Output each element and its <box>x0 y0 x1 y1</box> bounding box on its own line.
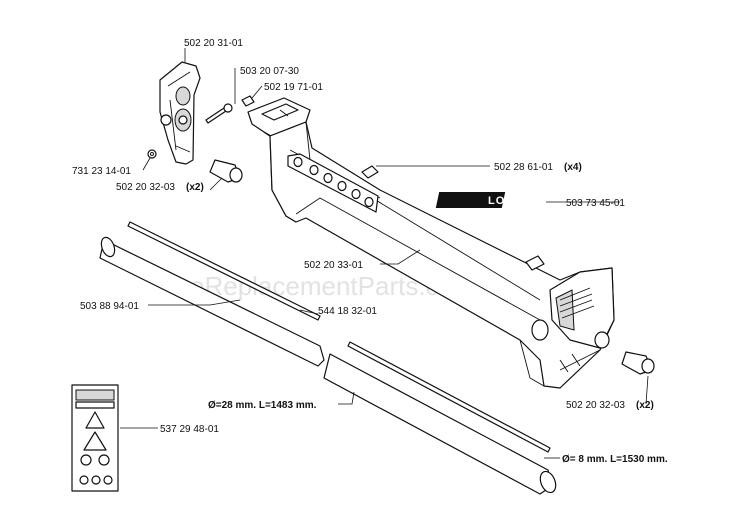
frame-clip <box>361 165 379 179</box>
clip <box>241 95 255 107</box>
label-502-28-61-01-qty: (x4) <box>564 162 582 173</box>
brand-logo: LOW AB <box>435 192 538 208</box>
label-502-19-71-01: 502 19 71-01 <box>264 82 323 93</box>
main-frame <box>247 97 615 389</box>
tube-upper <box>99 236 325 367</box>
label-502-20-32-03-top: 502 20 32-03 <box>116 182 175 193</box>
label-502-20-32-03-top-qty: (x2) <box>186 182 204 193</box>
end-cap-right <box>621 351 655 375</box>
label-731-23-14-01: 731 23 14-01 <box>72 166 131 177</box>
leader-lines <box>120 48 649 459</box>
tube-lower <box>323 353 557 495</box>
screw <box>205 103 233 124</box>
warning-label <box>71 384 119 492</box>
rod-upper <box>127 221 321 321</box>
label-544-18-32-01: 544 18 32-01 <box>318 306 377 317</box>
label-503-73-45-01: 503 73 45-01 <box>566 198 625 209</box>
label-502-20-33-01: 502 20 33-01 <box>304 260 363 271</box>
label-502-20-32-03-right-qty: (x2) <box>636 400 654 411</box>
label-502-28-61-01: 502 28 61-01 <box>494 162 553 173</box>
label-rod-dimensions: Ø= 8 mm. L=1530 mm. <box>562 454 668 465</box>
label-503-20-07-30: 503 20 07-30 <box>240 66 299 77</box>
label-502-20-31-01: 502 20 31-01 <box>184 38 243 49</box>
nut <box>147 149 157 159</box>
label-502-20-32-03-right: 502 20 32-03 <box>566 400 625 411</box>
end-cap-top <box>209 159 243 183</box>
rod-lower <box>347 341 551 453</box>
label-537-29-48-01: 537 29 48-01 <box>160 424 219 435</box>
frame-clip-2 <box>525 255 545 271</box>
label-tube-dimensions: Ø=28 mm. L=1483 mm. <box>208 400 317 411</box>
label-503-88-94-01: 503 88 94-01 <box>80 301 139 312</box>
svg-text:LOW AB: LOW AB <box>488 195 538 207</box>
handle-bracket <box>159 61 201 165</box>
